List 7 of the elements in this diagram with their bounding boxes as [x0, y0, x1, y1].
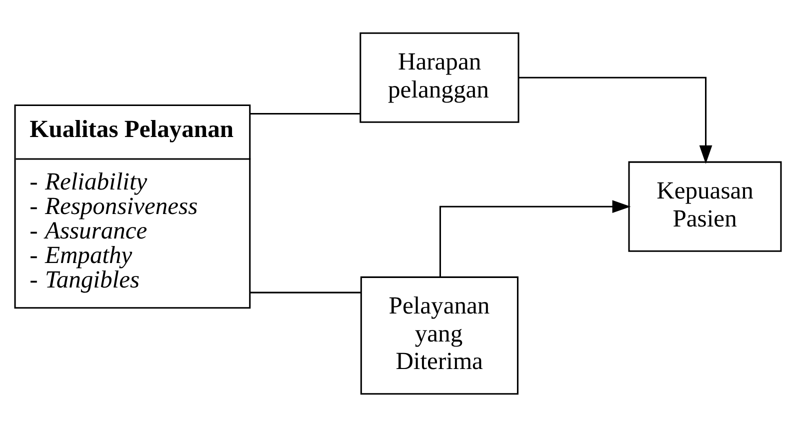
node-box: Harapan pelanggan — [360, 32, 520, 122]
arrow — [439, 200, 631, 277]
connector — [250, 112, 360, 114]
node-box: Pelayanan yang Diterima — [360, 276, 518, 394]
node-box: Kepuasan Pasien — [628, 160, 782, 252]
arrow — [518, 76, 712, 164]
connector — [250, 291, 361, 293]
